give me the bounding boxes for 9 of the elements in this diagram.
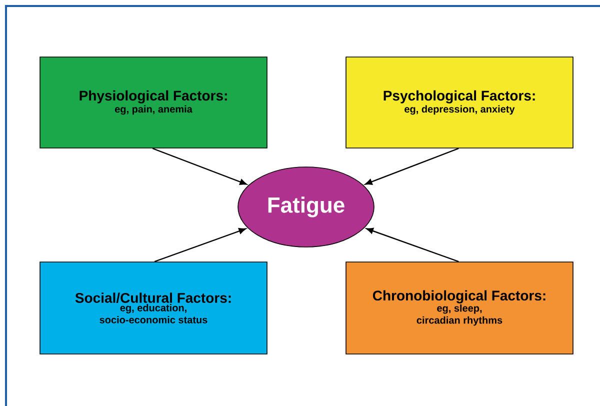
arrow: [152, 148, 247, 185]
factor-box: Psychological Factors: eg, depression, anxiety: [346, 56, 574, 148]
factor-box: Chronobiological Factors: eg, sleep, circadian rhythms: [346, 262, 574, 354]
arrow: [364, 148, 459, 185]
factor-box: Social/Cultural Factors: eg, education, socio-economic status: [40, 262, 268, 354]
factor-box: Physiological Factors: eg, pain, anemia: [40, 56, 268, 148]
arrow: [366, 228, 459, 262]
arrow: [154, 228, 246, 262]
ellipse-node: Fatigue: [238, 166, 374, 248]
